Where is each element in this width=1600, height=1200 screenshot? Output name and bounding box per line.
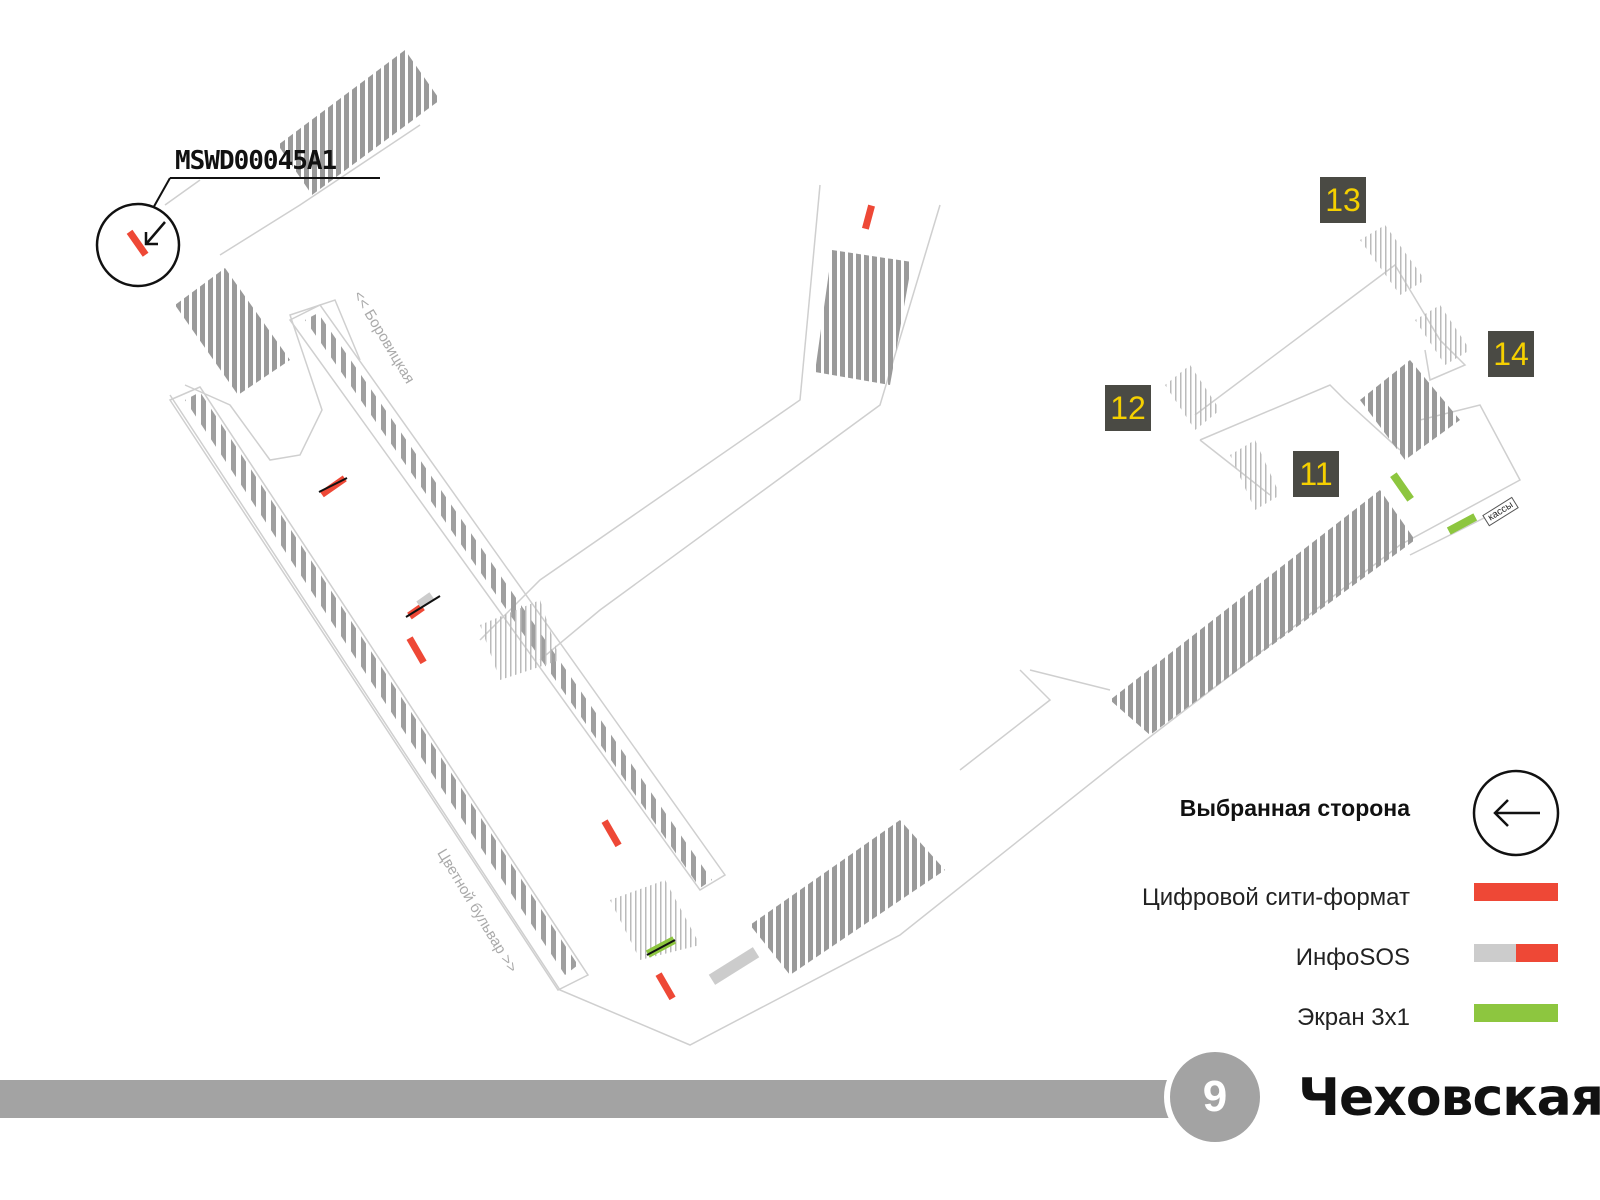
legend-digital-city: Цифровой сити-формат — [1141, 884, 1410, 911]
selected-side-marker[interactable] — [95, 177, 380, 288]
arrow-left-icon — [1493, 799, 1540, 827]
screen-markers[interactable] — [645, 472, 1478, 958]
map-code-label: MSWD00045A1 — [175, 146, 337, 176]
grey-bench — [708, 947, 760, 985]
exit-11-badge[interactable]: 11 — [1293, 451, 1339, 497]
line-number-badge: 9 — [1202, 1072, 1228, 1121]
station-outline — [164, 124, 1522, 1046]
platform-right — [288, 304, 727, 891]
exit-14-badge[interactable]: 14 — [1488, 331, 1534, 377]
line-bar — [0, 1046, 1266, 1148]
legend-swatches — [1472, 769, 1560, 1022]
legend-selected-side: Выбранная сторона — [1179, 795, 1410, 821]
legend-infosos: ИнфоSOS — [1295, 944, 1410, 971]
stairs — [480, 225, 1470, 960]
legend-screen-3x1: Экран 3x1 — [1296, 1004, 1410, 1031]
escalators — [175, 50, 1460, 975]
arrow-icon — [144, 221, 166, 246]
exit-13-badge[interactable]: 13 — [1320, 177, 1366, 223]
station-name: Чеховская — [1298, 1068, 1600, 1128]
infosos-marker[interactable] — [405, 592, 441, 620]
digital-markers[interactable] — [318, 204, 875, 1001]
exit-12-badge[interactable]: 12 — [1105, 385, 1151, 431]
platform-left — [168, 386, 590, 991]
